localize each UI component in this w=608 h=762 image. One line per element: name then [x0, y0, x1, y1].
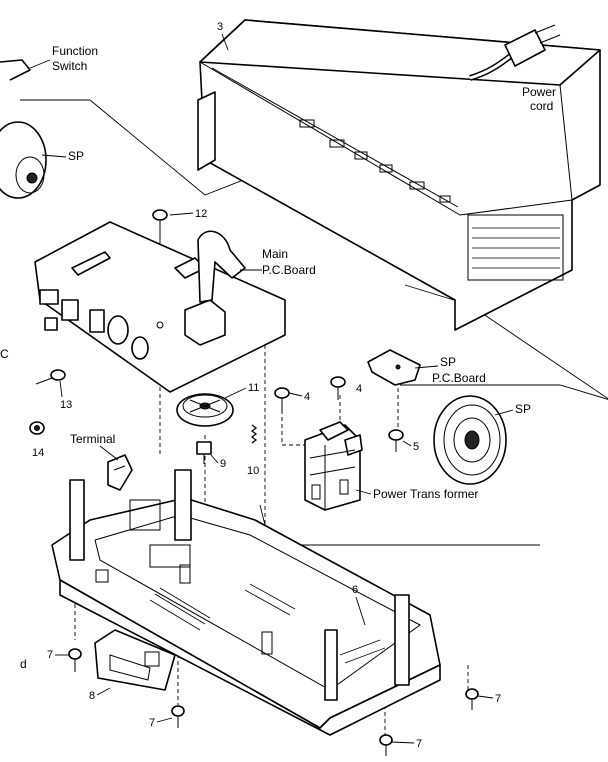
function-switch-label-2: Switch [52, 59, 87, 73]
callout-7-d: 7 [416, 738, 422, 750]
sp-right-label: SP [515, 402, 531, 416]
screw-5 [388, 429, 404, 452]
screw-7-a [68, 648, 82, 672]
top-cover [197, 19, 601, 331]
callout-3: 3 [217, 21, 223, 33]
screw-4-right [330, 376, 346, 400]
pulley-11 [176, 393, 234, 427]
callout-11: 11 [248, 382, 259, 394]
callout-4-left: 4 [304, 391, 310, 403]
bottom-chassis [51, 469, 441, 736]
screw-13 [35, 369, 66, 385]
part-8 [94, 629, 176, 691]
edge-label-c: C [0, 347, 9, 361]
screw-7-b [171, 705, 185, 728]
screw-4-left [274, 387, 290, 412]
screw-12 [152, 209, 168, 240]
callout-7-a: 7 [47, 649, 53, 661]
callout-5: 5 [413, 441, 419, 453]
callout-4-right: 4 [356, 383, 362, 395]
callout-13: 13 [60, 399, 72, 411]
spring-10 [250, 424, 258, 444]
main-pcb-label-2: P.C.Board [262, 263, 316, 277]
screw-7-d [379, 734, 393, 756]
edge-label-d: d [20, 657, 27, 671]
callout-12: 12 [195, 208, 207, 220]
terminal-label: Terminal [70, 432, 115, 446]
callout-7-b: 7 [149, 717, 155, 729]
sp-left-label: SP [68, 149, 84, 163]
power-transformer [304, 421, 363, 511]
callout-10: 10 [247, 465, 259, 477]
left-speaker [0, 121, 47, 199]
screw-9 [196, 441, 212, 464]
power-transformer-label: Power Trans former [373, 487, 478, 501]
callout-7-c: 7 [495, 693, 501, 705]
function-switch-label: Function [52, 44, 98, 58]
callout-9: 9 [220, 458, 226, 470]
power-cord-label-2: cord [530, 99, 553, 113]
sp-pcb-label: SP [440, 355, 456, 369]
power-cord [469, 24, 561, 81]
sp-pcb-label-2: P.C.Board [432, 371, 486, 385]
power-cord-label: Power [522, 85, 556, 99]
function-switch [0, 59, 31, 81]
right-speaker [433, 395, 507, 485]
main-pc-board [34, 221, 286, 393]
screw-7-c [465, 688, 479, 710]
terminal [107, 454, 133, 491]
callout-14: 14 [32, 447, 44, 459]
nut-14 [29, 421, 45, 435]
sp-pc-board [367, 349, 421, 386]
callout-8: 8 [89, 690, 95, 702]
callout-6: 6 [352, 584, 358, 596]
main-pcb-label: Main [262, 247, 288, 261]
